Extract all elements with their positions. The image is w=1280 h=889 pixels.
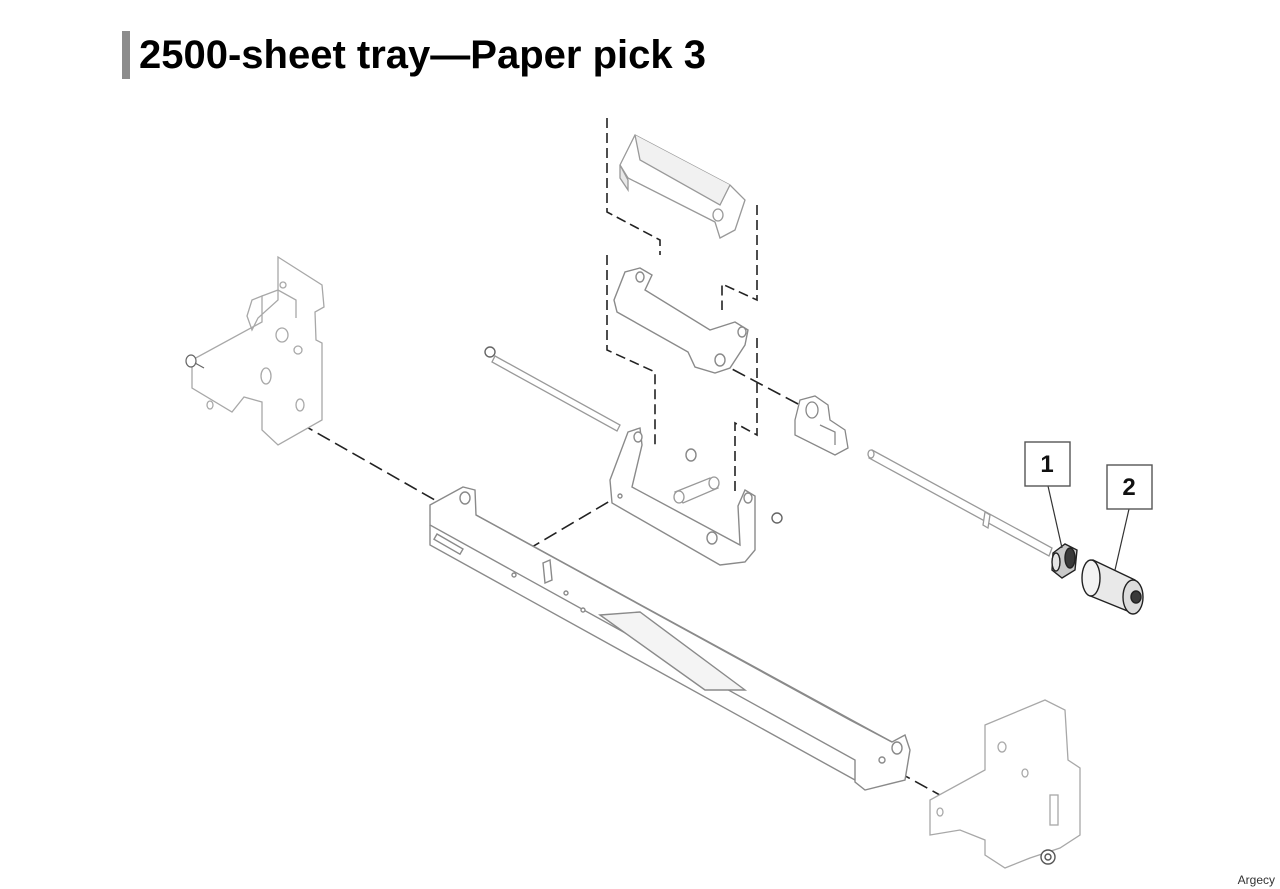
guide-pin-part	[673, 476, 720, 504]
handle-part	[619, 134, 746, 239]
screw-right-icon	[1040, 849, 1056, 865]
bearing-block	[794, 395, 849, 456]
title-accent-bar	[122, 31, 130, 79]
page-title: 2500-sheet tray—Paper pick 3	[139, 33, 706, 77]
lower-pick-bracket	[609, 427, 756, 566]
part-1-gear-hub	[1051, 543, 1078, 579]
long-mounting-rail	[429, 486, 911, 791]
callout-2-label: 2	[1122, 474, 1135, 501]
callout-1: 1	[1024, 441, 1071, 487]
callout-2: 2	[1106, 464, 1153, 510]
right-side-frame	[929, 699, 1081, 869]
shaft-left	[491, 355, 621, 432]
callout-2-box	[1106, 464, 1153, 510]
watermark: Argecy	[1237, 873, 1275, 887]
pick-shaft-right	[867, 449, 1053, 557]
callout-1-label: 1	[1040, 451, 1053, 478]
callout-leaders	[1047, 485, 1130, 571]
subassembly-boundary	[606, 118, 758, 495]
callout-1-box	[1024, 441, 1071, 487]
e-ring-left-icon	[484, 346, 496, 358]
upper-pick-bracket	[613, 267, 749, 374]
screw-left-icon	[185, 354, 205, 369]
left-side-frame	[191, 255, 325, 446]
e-ring-right-icon	[771, 512, 783, 524]
part-2-pick-roller	[1081, 559, 1144, 615]
